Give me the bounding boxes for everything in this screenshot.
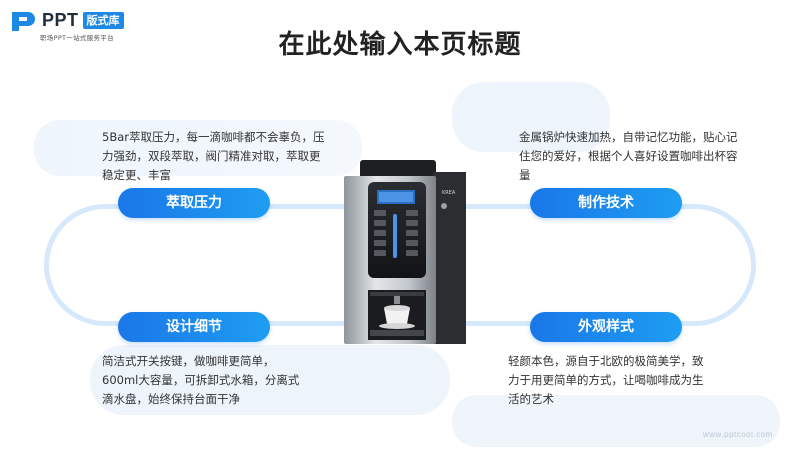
feature-description-appearance: 轻颜本色，源自于北欧的极简美学，致力于用更简单的方式，让喝咖啡成为生活的艺术 bbox=[508, 354, 704, 406]
feature-description-design: 简洁式开关按键，做咖啡更简单，600ml大容量，可拆卸式水箱，分离式滴水盘，始终… bbox=[102, 354, 300, 406]
background-shape-bottom-left bbox=[90, 345, 450, 415]
background-shape-left bbox=[34, 120, 362, 176]
machine-brand: KREA bbox=[442, 190, 456, 196]
feature-label-appearance: 外观样式 bbox=[530, 312, 682, 342]
feature-label-pressure: 萃取压力 bbox=[118, 188, 270, 218]
page-title: 在此处输入本页标题 bbox=[278, 30, 522, 60]
logo-icon bbox=[10, 10, 40, 32]
background-shape-right bbox=[452, 82, 610, 152]
watermark: www.pptcool.com bbox=[703, 430, 773, 439]
logo-brand: PPT bbox=[42, 10, 79, 30]
background-shape-bottom-right bbox=[452, 395, 780, 447]
coffee-machine-image: KREA bbox=[340, 158, 470, 348]
feature-description-pressure: 5Bar萃取压力，每一滴咖啡都不会辜负，压力强劲，双段萃取，阀门精准对取，萃取更… bbox=[102, 130, 325, 182]
feature-label-design: 设计细节 bbox=[118, 312, 270, 342]
feature-label-technique: 制作技术 bbox=[530, 188, 682, 218]
feature-description-technique: 金属锅炉快速加热，自带记忆功能，贴心记住您的爱好，根据个人喜好设置咖啡出杯容量 bbox=[519, 130, 738, 182]
logo-badge: 版式库 bbox=[82, 12, 124, 29]
logo: PPT 版式库 职场PPT一站式服务平台 bbox=[10, 10, 124, 42]
logo-tagline: 职场PPT一站式服务平台 bbox=[40, 34, 114, 42]
